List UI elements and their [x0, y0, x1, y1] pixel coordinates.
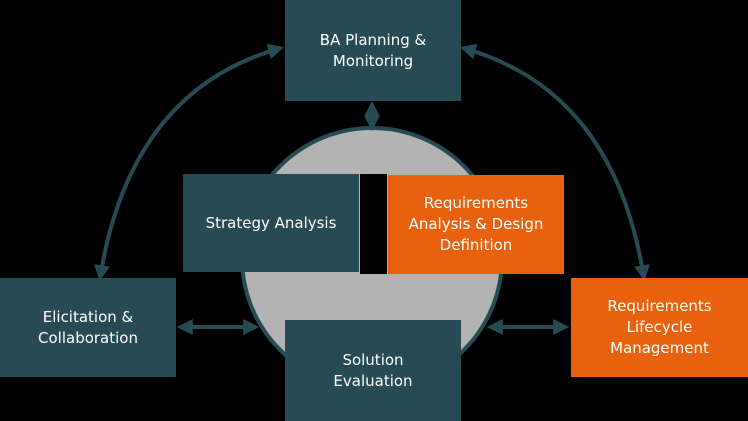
arrow-planning-elicitation — [94, 43, 285, 282]
box-elicitation: Elicitation & Collaboration — [0, 278, 176, 377]
box-solution-evaluation: Solution Evaluation — [285, 320, 461, 421]
box-requirements-analysis-label: Requirements Analysis & Design Definitio… — [408, 194, 544, 254]
box-solution-evaluation-label: Solution Evaluation — [333, 350, 413, 390]
box-elicitation-label: Elicitation & Collaboration — [38, 307, 138, 347]
box-strategy-analysis-label: Strategy Analysis — [205, 213, 337, 232]
arrow-planning-lifecycle — [459, 43, 650, 282]
box-strategy-analysis: Strategy Analysis — [183, 174, 359, 272]
box-requirements-analysis: Requirements Analysis & Design Definitio… — [388, 175, 564, 274]
box-ba-planning-label: BA Planning & Monitoring — [319, 30, 427, 70]
box-requirements-lifecycle: Requirements Lifecycle Management — [571, 278, 748, 377]
box-ba-planning: BA Planning & Monitoring — [285, 0, 461, 101]
box-requirements-lifecycle-label: Requirements Lifecycle Management — [607, 297, 712, 357]
center-divider — [360, 174, 387, 274]
